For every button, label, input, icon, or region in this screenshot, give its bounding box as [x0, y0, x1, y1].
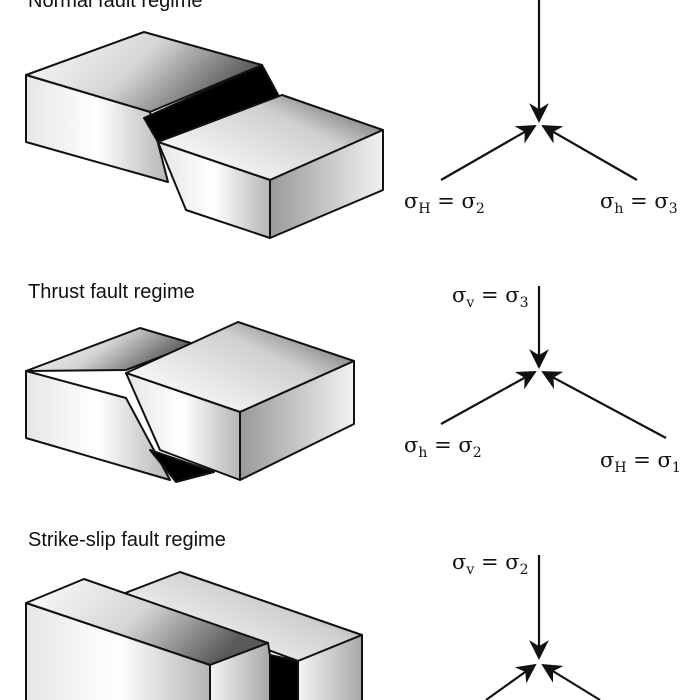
footwall-block	[25, 327, 195, 481]
hanging-wall-block	[125, 321, 355, 481]
normal-fault-stress-arrows	[440, 0, 638, 181]
right-horizontal-stress-arrow	[541, 663, 601, 700]
front-block-front-face	[25, 602, 211, 700]
vertical-stress-label: σv = σ3	[452, 283, 529, 311]
strike-slip-fault-panel: Strike-slip fault regime σv = σ2	[0, 515, 700, 700]
right-horizontal-stress-arrow	[541, 371, 667, 439]
thrust-fault-panel: Thrust fault regime σv = σ3 σh = σ2 σH =…	[0, 250, 700, 515]
fault-plane-exposed	[149, 449, 215, 483]
normal-fault-block-diagram	[25, 31, 384, 239]
footwall-front-face	[25, 74, 169, 183]
left-stress-label: σH = σ2	[404, 189, 485, 217]
hanging-wall-side-face	[269, 129, 384, 239]
right-stress-label: σh = σ3	[600, 189, 678, 217]
panel-title: Normal fault regime	[28, 0, 203, 12]
front-block-side-face	[209, 642, 271, 700]
footwall-front-face	[25, 370, 171, 481]
strike-slip-fault-block-diagram	[25, 571, 363, 700]
right-horizontal-stress-arrow	[541, 125, 638, 181]
strike-slip-stress-arrows	[485, 555, 601, 700]
vertical-stress-label: σv = σ2	[452, 550, 529, 578]
hanging-wall-side-face	[239, 360, 355, 481]
panel-title: Strike-slip fault regime	[28, 529, 226, 551]
panel-title: Thrust fault regime	[28, 281, 195, 303]
left-horizontal-stress-arrow	[485, 663, 537, 700]
normal-fault-panel: Normal fault regime σH = σ2 σh = σ3	[0, 0, 700, 250]
left-stress-label: σh = σ2	[404, 433, 482, 461]
front-block	[25, 578, 271, 700]
left-horizontal-stress-arrow	[440, 371, 537, 425]
left-horizontal-stress-arrow	[440, 125, 537, 181]
thrust-fault-block-diagram	[25, 321, 355, 483]
thrust-fault-stress-arrows	[440, 286, 667, 439]
hanging-wall-block	[157, 94, 384, 239]
right-stress-label: σH = σ1	[600, 448, 681, 476]
